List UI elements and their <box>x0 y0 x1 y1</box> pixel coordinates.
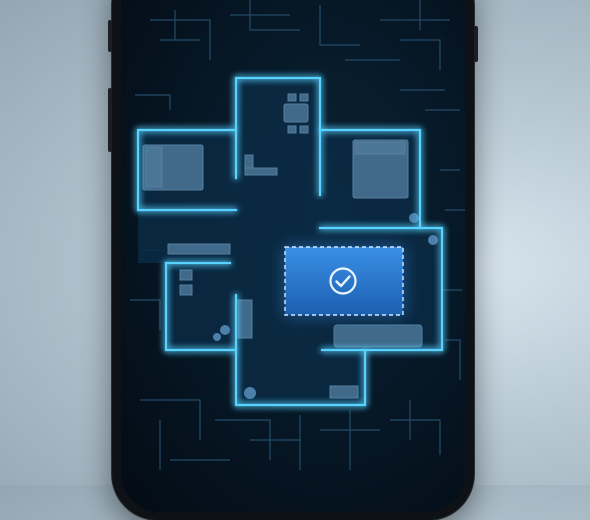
walls <box>136 76 444 407</box>
pillow-left <box>145 146 163 188</box>
side-button-left-bottom <box>108 88 112 152</box>
check-circle-icon[interactable] <box>329 267 357 295</box>
chair-top-4 <box>299 125 309 134</box>
marker-5 <box>244 387 256 399</box>
shelf-bottom <box>329 385 359 399</box>
phone-device <box>108 0 478 520</box>
wall-room-top <box>234 76 322 180</box>
chair-top-1 <box>287 93 297 102</box>
table-top <box>283 103 309 123</box>
marker-4 <box>213 333 221 341</box>
side-button-left-top <box>108 20 112 52</box>
wall-room-right-a <box>318 128 422 230</box>
furniture-layer <box>142 93 423 399</box>
floor-plan-map <box>130 0 465 470</box>
chair-mid-1 <box>179 269 193 281</box>
wall-lower-a <box>318 226 444 352</box>
chair-mid-2 <box>179 284 193 296</box>
app-screen <box>121 0 465 512</box>
marker-3 <box>220 325 230 335</box>
marker-2 <box>428 235 438 245</box>
selected-zone[interactable] <box>284 246 404 316</box>
side-button-right <box>474 26 478 62</box>
counter-h <box>244 167 278 176</box>
marker-1 <box>409 213 419 223</box>
chair-top-3 <box>287 125 297 134</box>
markers <box>213 213 438 399</box>
wall-lower-c <box>164 261 238 352</box>
wall-room-left <box>136 128 238 212</box>
sofa <box>333 324 423 348</box>
chair-top-2 <box>299 93 309 102</box>
sideboard <box>167 243 231 255</box>
selection-dashed-border <box>284 246 404 316</box>
pillow-right <box>354 141 406 155</box>
cabinet <box>237 299 253 339</box>
